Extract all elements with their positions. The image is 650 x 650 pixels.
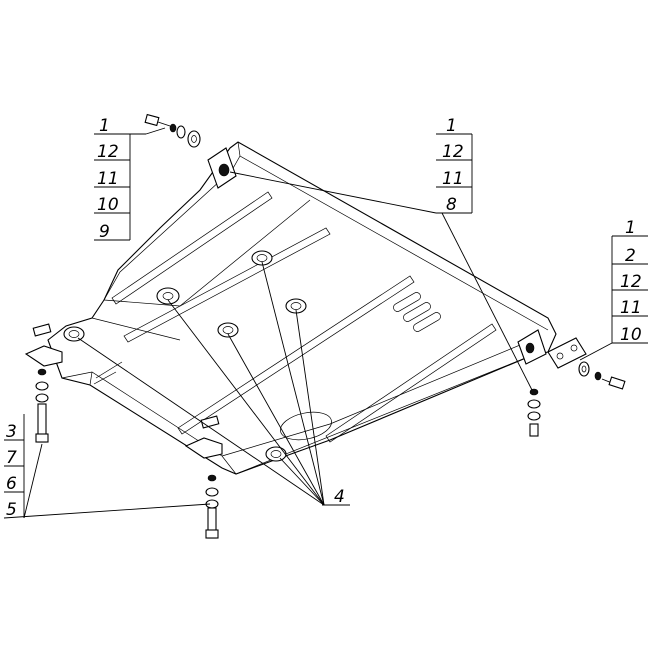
- fastener-set-bottom: [205, 474, 219, 539]
- emboss-hole-3: [217, 322, 239, 338]
- callout-top-left-label-5: 9: [99, 222, 110, 242]
- callout-right-label-1: 1: [625, 218, 636, 238]
- callout-bottom-left-label-1: 3: [6, 422, 17, 442]
- bracket-right-rear: [517, 329, 547, 365]
- fastener-set-right-rear: [527, 388, 541, 437]
- vent-slots: [393, 292, 441, 332]
- callout-right-label-5: 10: [620, 325, 642, 345]
- vent-slot-1: [393, 292, 421, 312]
- callout-top-left-label-4: 10: [97, 195, 119, 215]
- callout-bottom-left-label-3: 6: [6, 474, 17, 494]
- emboss-hole-1: [156, 287, 180, 305]
- callout-top-center-label-4: 8: [446, 195, 457, 215]
- callout-right-label-2: 2: [625, 246, 636, 266]
- callout-top-left-label-2: 12: [97, 142, 119, 162]
- emboss-hole-5: [63, 326, 85, 342]
- bolt-right: [608, 376, 626, 390]
- bolt-top: [144, 113, 160, 127]
- callout-right: 1 2 12 11 10: [579, 218, 648, 361]
- fastener-set-top: [144, 113, 201, 148]
- callout-top-left-label-1: 1: [99, 116, 110, 136]
- callout-top-center-label-1: 1: [446, 116, 457, 136]
- callout-top-center-label-3: 11: [442, 169, 464, 189]
- vent-slot-3: [413, 312, 441, 332]
- washer-top: [187, 130, 201, 148]
- callout-bottom-left-label-2: 7: [6, 448, 17, 468]
- vent-slot-2: [403, 302, 431, 322]
- access-hole: [280, 411, 332, 441]
- callout-bottom-left: 3 7 6 5: [3, 414, 211, 520]
- callout-top-left-label-3: 11: [97, 169, 119, 189]
- separate-bracket-plate: [547, 337, 587, 369]
- callout-top-center: 1 12 11 8: [229, 116, 533, 391]
- callout-right-label-4: 11: [620, 298, 642, 318]
- bracket-left: [24, 323, 63, 367]
- bolt-right-rear: [529, 423, 539, 437]
- rib-4: [177, 275, 415, 435]
- fastener-set-left: [35, 368, 49, 443]
- fastener-set-right: [578, 361, 626, 390]
- bracket-top: [207, 147, 237, 189]
- callout-top-left: 1 12 11 10 9: [94, 116, 166, 242]
- emboss-hole-2: [251, 250, 273, 266]
- rib-5: [325, 323, 497, 443]
- callout-bottom-center-label: 4: [334, 487, 345, 507]
- rib-3: [93, 371, 117, 385]
- callout-right-label-3: 12: [620, 272, 642, 292]
- callout-top-center-label-2: 12: [442, 142, 464, 162]
- rib-1: [111, 191, 273, 305]
- callout-bottom-center: 4: [77, 261, 350, 507]
- embossed-holes: [63, 250, 307, 462]
- callout-bottom-left-label-4: 5: [6, 500, 17, 520]
- washer-right: [578, 361, 590, 377]
- emboss-hole-6: [265, 446, 287, 462]
